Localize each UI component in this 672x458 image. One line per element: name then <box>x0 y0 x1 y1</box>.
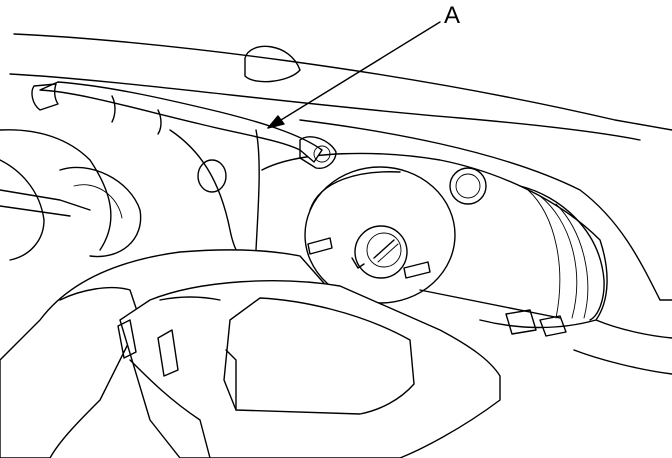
booster-rim <box>309 171 401 211</box>
hose-end-left <box>31 83 59 111</box>
callout-a-arrowhead <box>267 115 285 129</box>
hood-edge <box>13 33 672 131</box>
left-hose-coil <box>0 159 45 261</box>
airbox-lid <box>223 297 415 415</box>
stud-left <box>307 237 333 255</box>
cone-rib-2 <box>555 203 589 319</box>
airbox-rib <box>159 296 221 301</box>
valve-grommet <box>354 225 408 279</box>
valve-slot-2 <box>377 243 399 263</box>
callout-a-label: A <box>444 2 461 29</box>
airbox-clip-mid <box>157 329 179 377</box>
stud-right <box>403 261 431 279</box>
airbox-lid-edge <box>225 349 237 411</box>
hose-band-2 <box>157 109 162 135</box>
fender-line <box>9 73 641 141</box>
left-pipe <box>0 189 91 211</box>
cone-rib-1 <box>539 195 578 319</box>
booster-cone <box>519 185 605 321</box>
callout-a-leader <box>267 21 441 129</box>
vacuum-hose <box>39 81 323 163</box>
hose-clamp <box>299 136 337 169</box>
left-pulley-inner <box>73 184 123 219</box>
connector-right <box>505 309 537 335</box>
cowl-panel <box>299 119 672 301</box>
mid-knob <box>197 159 227 193</box>
cone-rib-3 <box>527 189 561 319</box>
fender-bump <box>244 45 301 83</box>
stud-bottom-left <box>351 257 365 269</box>
valve-grommet-inner <box>366 232 402 268</box>
cowl-lower <box>595 319 672 339</box>
left-pulley <box>59 166 142 258</box>
left-bracket <box>0 129 112 251</box>
booster-bolt-hole <box>449 167 487 205</box>
right-base-line <box>419 289 561 319</box>
booster-bolt-hole-inner <box>455 173 481 199</box>
left-pipe-2 <box>0 205 71 217</box>
airbox-clip-left <box>117 319 137 359</box>
mid-bracket <box>169 129 257 269</box>
valve-slot <box>373 239 395 259</box>
firewall-edge <box>255 129 260 251</box>
cowl-step <box>573 349 672 375</box>
intake-ridge <box>59 286 141 321</box>
airbox-lower <box>129 359 211 458</box>
hose-band-1 <box>111 95 116 123</box>
hose-clamp-ring <box>313 145 331 163</box>
